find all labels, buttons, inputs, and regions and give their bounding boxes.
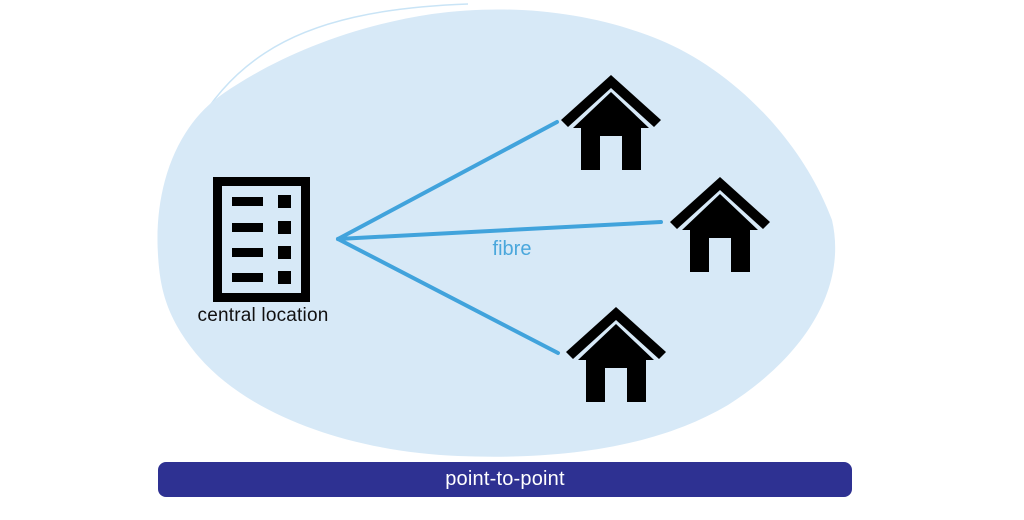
fibre-link-bottom <box>336 237 560 355</box>
office-building-icon <box>213 177 310 302</box>
fibre-label: fibre <box>492 238 532 260</box>
coverage-area-blob <box>157 9 836 457</box>
fibre-links <box>336 120 663 355</box>
banner-label: point-to-point <box>445 468 565 490</box>
point-to-point-banner: point-to-point <box>158 462 852 497</box>
fibre-link-middle <box>336 220 663 241</box>
fibre-link-top <box>336 120 559 241</box>
central-location-label: central location <box>197 305 329 326</box>
